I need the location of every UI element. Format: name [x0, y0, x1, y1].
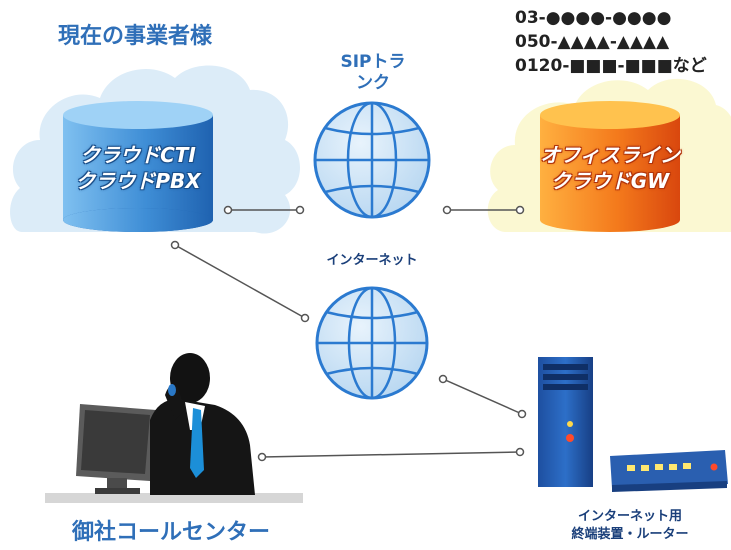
cloud-gw-cylinder	[540, 101, 680, 232]
router-icon	[610, 450, 728, 492]
connection-lines	[174, 209, 523, 458]
connection-endpoints	[170, 205, 527, 462]
router-caption: インターネット用 終端装置・ルーター	[555, 508, 705, 544]
cloud-cti-pbx-label: クラウドCTI クラウドPBX	[63, 142, 213, 194]
cloud-gw-label: クラウドGW	[550, 169, 670, 193]
sip-trunk-label-line2: ンク	[356, 73, 390, 93]
cloud-pbx-label: クラウドPBX	[75, 169, 201, 193]
cloud-cti-label: クラウドCTI	[80, 143, 196, 167]
phone-number-0120: 0120-■■■-■■■など	[515, 56, 707, 76]
line-globe2-router	[442, 378, 523, 415]
sip-trunk-label: SIPトラ ンク	[328, 52, 418, 94]
line-pbx-globe2	[174, 244, 306, 319]
operator-silhouette-icon	[45, 353, 303, 503]
call-center-label: 御社コールセンター	[72, 520, 271, 545]
globe-icon	[315, 286, 429, 400]
router-caption-line2: 終端装置・ルーター	[571, 527, 689, 542]
phone-number-03: 03-●●●●-●●●●	[515, 8, 672, 28]
router-caption-line1: インターネット用	[577, 509, 682, 524]
phone-number-list: 03-●●●●-●●●● 050-▲▲▲▲-▲▲▲▲ 0120-■■■-■■■な…	[515, 6, 707, 78]
cloud-cti-cylinder	[63, 101, 213, 232]
sip-trunk-label-line1: SIPトラ	[340, 52, 406, 72]
phone-number-050: 050-▲▲▲▲-▲▲▲▲	[515, 32, 670, 52]
line-center-router	[261, 451, 521, 458]
server-tower-icon	[538, 357, 593, 487]
office-line-label: オフィスライン	[540, 143, 680, 167]
current-business-label: 現在の事業者様	[58, 24, 213, 49]
internet-label: インターネット	[326, 253, 418, 268]
globe-icon	[313, 101, 431, 219]
office-line-gw-label: オフィスライン クラウドGW	[535, 142, 685, 194]
